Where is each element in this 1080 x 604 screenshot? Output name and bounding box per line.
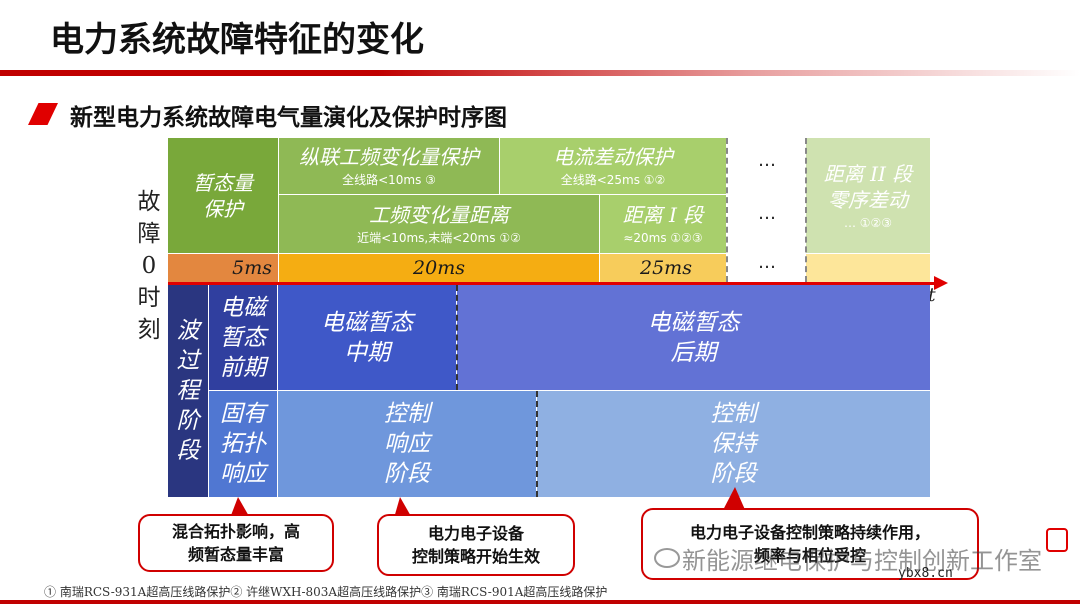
control-hold-line: 阶段 — [710, 461, 757, 487]
wechat-icon — [654, 548, 680, 568]
em-early-line: 电磁 — [220, 294, 266, 321]
ylabel-char: 0 — [141, 253, 157, 279]
title-divider — [0, 70, 1080, 76]
transient-protection-line: 保护 — [203, 196, 243, 221]
control-response-line: 控制 — [384, 401, 430, 427]
distance-ii-note: … ①②③ — [843, 215, 893, 230]
transient-protection-line: 暂态量 — [193, 170, 253, 195]
control-hold-line: 控制 — [710, 401, 757, 427]
em-transient-late-stage: 电磁暂态 后期 — [457, 285, 930, 390]
longitudinal-protection-note: 全线路<10ms ③ — [342, 173, 436, 187]
ylabel-char: 障 — [137, 221, 161, 247]
timing-25ms-label: 25ms — [640, 257, 692, 279]
distance-ii-line: 零序差动 — [828, 187, 908, 212]
ellipsis-1: … — [758, 150, 777, 171]
distance-ii-line: 距离 II 段 — [823, 161, 913, 186]
corner-logo-icon — [1046, 528, 1068, 552]
em-early-line: 前期 — [220, 354, 266, 381]
wave-stage-char: 波 — [176, 318, 200, 344]
callout-line: 电力电子设备控制策略持续作用， — [689, 523, 930, 542]
control-response-line: 响应 — [384, 431, 430, 457]
em-transient-early-stage: 电磁 暂态 前期 — [209, 285, 277, 390]
longitudinal-protection-block: 纵联工频变化量保护 全线路<10ms ③ — [279, 138, 499, 194]
watermark-url: ybx8.cn — [898, 566, 953, 581]
em-transient-mid-stage: 电磁暂态 中期 — [278, 285, 456, 390]
callout-control-start: 电力电子设备 控制策略开始生效 — [377, 514, 575, 576]
em-mid-line: 中期 — [344, 339, 390, 366]
separator-dashed-line — [726, 138, 728, 282]
ellipsis-3: … — [758, 252, 777, 273]
distance-ii-block: 距离 II 段 零序差动 … ①②③ — [806, 138, 930, 253]
timing-25ms-bar: 25ms — [600, 254, 726, 282]
callout-control-continuous: 电力电子设备控制策略持续作用， 频率与相位受控 — [641, 508, 979, 580]
callout-line: 频暂态量丰富 — [187, 545, 284, 564]
timing-20ms-bar: 20ms — [279, 254, 599, 282]
separator-dashed-line — [805, 138, 807, 282]
em-late-line: 后期 — [670, 339, 717, 366]
wave-stage-char: 段 — [176, 438, 200, 464]
watermark-text: 新能源继电保护与控制创新工作室 — [682, 547, 1042, 575]
wave-stage-char: 阶 — [176, 408, 200, 434]
time-axis — [168, 282, 938, 285]
wave-process-stage: 波 过 程 阶 段 — [168, 285, 208, 497]
footnote: ① 南瑞RCS-931A超高压线路保护② 许继WXH-803A超高压线路保护③ … — [44, 585, 608, 599]
wave-stage-char: 过 — [176, 348, 200, 374]
ylabel-char: 故 — [137, 189, 161, 215]
callout-line: 频率与相位受控 — [753, 546, 866, 565]
current-diff-protection-block: 电流差动保护 全线路<25ms ①② — [500, 138, 726, 194]
inherent-topology-response-stage: 固有 拓扑 响应 — [209, 391, 277, 497]
ellipsis-2: … — [758, 203, 777, 224]
em-mid-line: 电磁暂态 — [321, 309, 413, 336]
timing-20ms-label: 20ms — [413, 257, 465, 279]
time-axis-label: t — [928, 284, 936, 306]
power-freq-distance-block: 工频变化量距离 近端<10ms,末端<20ms ①② — [279, 195, 599, 253]
distance-i-note: ≈20ms ①②③ — [623, 231, 703, 245]
topology-line: 响应 — [220, 461, 266, 487]
diagram-subtitle: 新型电力系统故障电气量演化及保护时序图 — [70, 105, 507, 131]
control-hold-stage: 控制 保持 阶段 — [537, 391, 930, 497]
distance-i-block: 距离 I 段 ≈20ms ①②③ — [600, 195, 726, 253]
footer-divider — [0, 600, 1080, 604]
current-diff-title: 电流差动保护 — [553, 145, 673, 169]
separator-dashed-line — [536, 391, 538, 497]
callout-line: 电力电子设备 — [427, 524, 524, 543]
timing-late-bar — [806, 254, 930, 282]
control-hold-line: 保持 — [710, 431, 757, 457]
topology-line: 固有 — [220, 401, 266, 427]
control-response-line: 阶段 — [384, 461, 430, 487]
timing-5ms-label: 5ms — [232, 257, 272, 279]
page-title: 电力系统故障特征的变化 — [50, 20, 424, 60]
em-late-line: 电磁暂态 — [647, 309, 740, 336]
subtitle-marker-icon — [28, 103, 58, 125]
callout-hybrid-topology: 混合拓扑影响，高 频暂态量丰富 — [138, 514, 334, 572]
timing-5ms-bar: 5ms — [168, 254, 278, 282]
separator-dashed-line — [456, 285, 458, 390]
callout-line: 控制策略开始生效 — [411, 547, 540, 566]
power-freq-distance-title: 工频变化量距离 — [369, 203, 509, 227]
wave-stage-char: 程 — [176, 378, 200, 404]
callout-line: 混合拓扑影响，高 — [171, 522, 300, 541]
ylabel-char: 刻 — [137, 317, 161, 343]
topology-line: 拓扑 — [220, 431, 266, 457]
em-early-line: 暂态 — [220, 324, 266, 351]
current-diff-note: 全线路<25ms ①② — [560, 173, 666, 187]
control-response-stage: 控制 响应 阶段 — [278, 391, 536, 497]
power-freq-distance-note: 近端<10ms,末端<20ms ①② — [357, 231, 521, 245]
transient-protection-block: 暂态量 保护 — [168, 138, 278, 253]
distance-i-title: 距离 I 段 — [622, 203, 704, 227]
longitudinal-protection-title: 纵联工频变化量保护 — [299, 145, 479, 169]
fault-time-label: 故 障 0 时 刻 — [134, 186, 164, 346]
ylabel-char: 时 — [137, 285, 161, 311]
time-axis-arrow-icon — [934, 276, 948, 290]
